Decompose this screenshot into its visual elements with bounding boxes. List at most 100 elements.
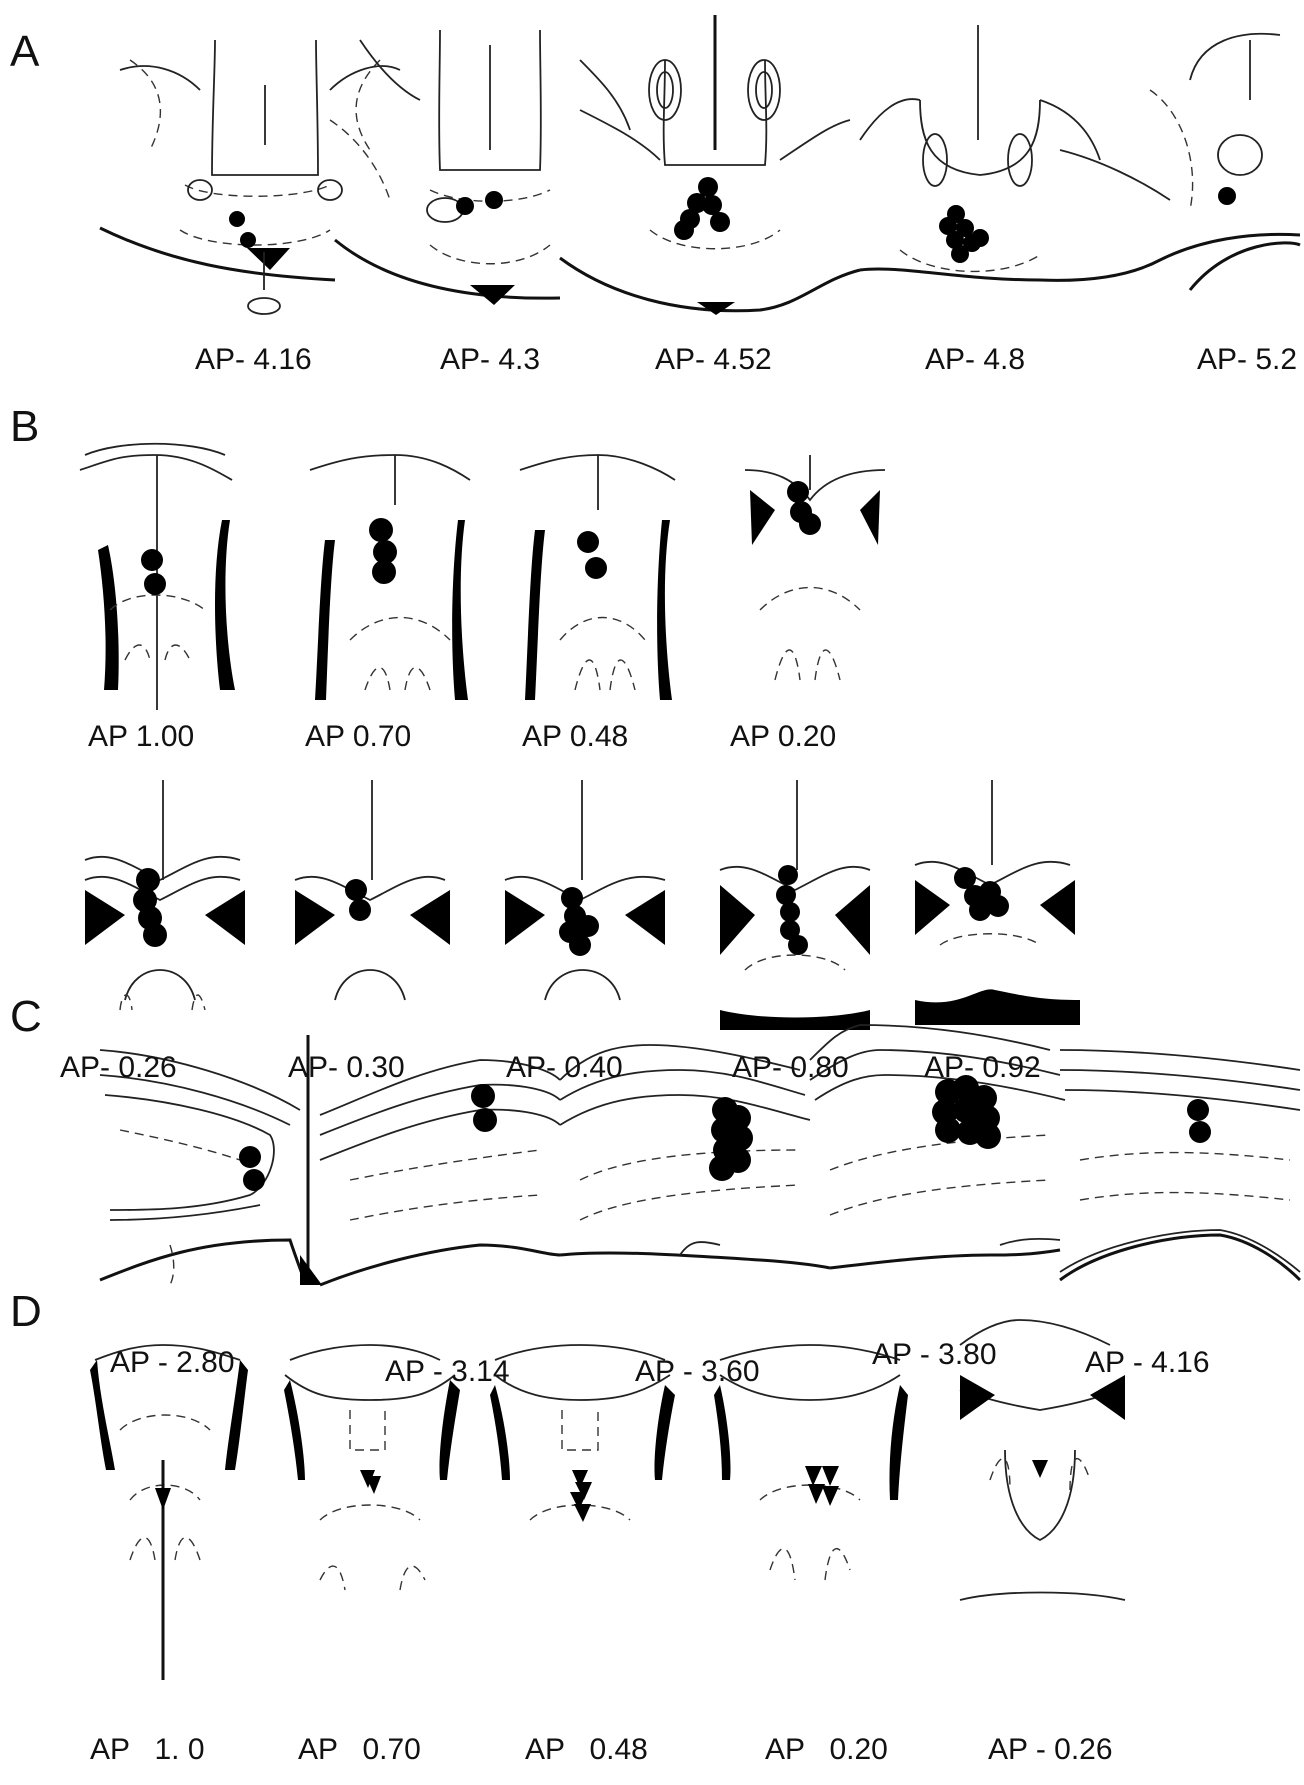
marker-group-c3: [709, 1097, 753, 1181]
section-label: AP - 4.16: [1085, 1348, 1210, 1378]
marker-dot: [239, 1146, 261, 1168]
marker-group-a2: [456, 191, 503, 215]
marker-dot: [473, 1108, 497, 1132]
section-c5: [1060, 1050, 1300, 1280]
marker-group-b9: [954, 867, 1009, 921]
marker-triangle: [1032, 1460, 1048, 1478]
section-label: AP 1. 0: [90, 1735, 205, 1765]
marker-dot: [471, 1084, 495, 1108]
section-label: AP- 4.8: [925, 345, 1025, 375]
marker-dot: [577, 531, 599, 553]
marker-group-b7: [559, 887, 599, 956]
marker-group-c1: [239, 1146, 265, 1191]
marker-dot: [787, 481, 809, 503]
section-b5: [85, 780, 245, 1010]
marker-group-a4: [939, 205, 989, 263]
section-label: AP- 0.30: [288, 1053, 405, 1083]
marker-group-b6: [345, 879, 371, 921]
marker-dot: [143, 923, 167, 947]
section-label: AP 0.70: [305, 722, 411, 752]
marker-group-d1: [155, 1488, 171, 1510]
section-label: AP- 0.80: [732, 1053, 849, 1083]
marker-group-d2: [360, 1470, 381, 1494]
panel-b-row1-sections: [80, 444, 885, 710]
marker-group-d5: [1032, 1460, 1048, 1478]
marker-dot: [240, 232, 256, 248]
marker-dot: [776, 885, 796, 905]
section-c2: [320, 1060, 560, 1285]
section-label: AP 0.48: [522, 722, 628, 752]
marker-dot: [971, 229, 989, 247]
marker-dot: [1189, 1121, 1211, 1143]
marker-dot: [702, 195, 722, 215]
marker-group-b2: [369, 518, 397, 584]
marker-group-c5: [1187, 1099, 1211, 1143]
section-a3: [580, 15, 850, 315]
marker-dot: [975, 1123, 1001, 1149]
section-label: AP- 4.3: [440, 345, 540, 375]
section-label: AP - 3.14: [385, 1357, 510, 1387]
section-label: AP- 4.16: [195, 345, 312, 375]
section-label: AP- 0.40: [506, 1053, 623, 1083]
marker-dot: [569, 934, 591, 956]
marker-group-d4: [805, 1466, 839, 1506]
panel-b-row2-sections: [85, 780, 1080, 1030]
marker-dot: [585, 557, 607, 579]
section-label: AP - 0.26: [988, 1735, 1113, 1765]
marker-dot: [485, 191, 503, 209]
section-label: AP 1.00: [88, 722, 194, 752]
panel-c-sections: [100, 1025, 1300, 1285]
marker-triangle: [805, 1466, 822, 1486]
marker-dot: [951, 245, 969, 263]
marker-group-a1: [229, 211, 256, 248]
marker-group-a3: [674, 177, 730, 240]
section-a2: [330, 30, 630, 305]
panel-d-sections: [90, 1320, 1125, 1680]
marker-dot: [788, 935, 808, 955]
marker-dot: [778, 865, 798, 885]
marker-dot: [144, 573, 166, 595]
marker-dot: [674, 220, 694, 240]
marker-triangle: [574, 1504, 591, 1522]
section-label: AP - 3.60: [635, 1357, 760, 1387]
section-label: AP- 5.2: [1197, 345, 1297, 375]
panel-a-sections: [100, 15, 1300, 315]
marker-dot: [780, 902, 800, 922]
section-label: AP- 4.52: [655, 345, 772, 375]
marker-dot: [577, 915, 599, 937]
section-a5: [1060, 34, 1280, 210]
marker-dot: [1187, 1099, 1209, 1121]
section-d1: [90, 1345, 248, 1680]
marker-dot: [935, 1117, 961, 1143]
section-label: AP - 2.80: [110, 1348, 235, 1378]
marker-triangle: [822, 1486, 839, 1506]
section-label: AP - 3.80: [872, 1340, 997, 1370]
section-label: AP- 0.92: [924, 1053, 1041, 1083]
marker-triangle: [822, 1466, 839, 1486]
marker-dot: [372, 560, 396, 584]
marker-dot: [345, 879, 367, 901]
marker-dot: [1218, 187, 1236, 205]
marker-group-c2: [471, 1084, 497, 1132]
marker-dot: [141, 549, 163, 571]
marker-dot: [710, 212, 730, 232]
section-label: AP- 0.26: [60, 1053, 177, 1083]
section-label: AP 0.48: [525, 1735, 648, 1765]
marker-triangle: [155, 1488, 171, 1510]
marker-group-c4: [932, 1075, 1001, 1149]
marker-dot: [987, 895, 1009, 917]
section-b7: [505, 780, 665, 1000]
marker-dot: [243, 1169, 265, 1191]
section-label: AP 0.20: [765, 1735, 888, 1765]
marker-group-d3: [570, 1470, 592, 1522]
marker-dot: [456, 197, 474, 215]
marker-group-b3: [577, 531, 607, 579]
marker-group-b1: [141, 549, 166, 595]
section-label: AP 0.70: [298, 1735, 421, 1765]
marker-dot: [229, 211, 245, 227]
marker-dot: [709, 1155, 735, 1181]
marker-dot: [349, 899, 371, 921]
marker-dot: [799, 513, 821, 535]
marker-group-b4: [787, 481, 821, 535]
